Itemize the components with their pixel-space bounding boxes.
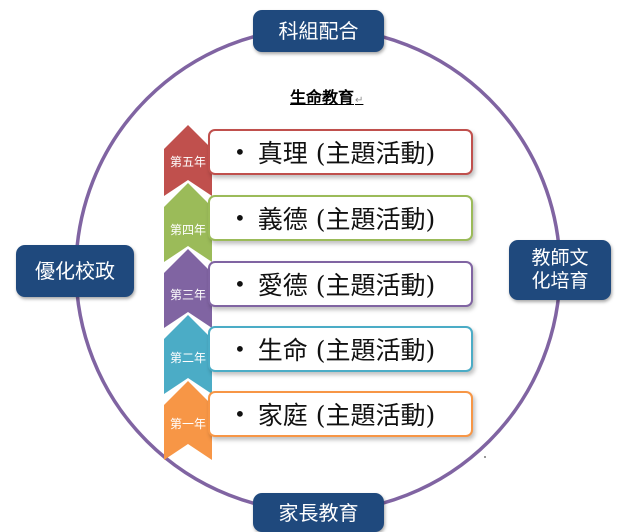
grade-label-5: 第五年 (169, 155, 206, 169)
bullet-icon: • (234, 272, 246, 296)
grade-arrow-1 (164, 381, 212, 460)
level-label-5: 真理 (主題活動) (257, 139, 436, 168)
level-card-1: • 家庭 (主題活動) (208, 391, 473, 437)
grade-label-3: 第三年 (169, 288, 206, 302)
node-teacher-culture: 教師文化培育 (509, 240, 611, 300)
level-card-3: • 愛德 (主題活動) (208, 261, 473, 307)
diagram-title: 生命教育↵ (290, 84, 363, 108)
bullet-icon: • (234, 206, 246, 230)
grade-arrow-3 (164, 249, 212, 328)
level-card-5: • 真理 (主題活動) (208, 129, 473, 175)
node-subject-coordination: 科組配合 (253, 10, 384, 52)
grade-label-2: 第二年 (169, 351, 206, 365)
node-parent-education: 家長教育 (253, 493, 384, 532)
grade-arrow-4 (164, 183, 212, 262)
level-label-3: 愛德 (主題活動) (257, 271, 436, 300)
level-label-1: 家庭 (主題活動) (257, 401, 436, 430)
bullet-icon: • (234, 140, 246, 164)
level-card-2: • 生命 (主題活動) (208, 326, 473, 372)
grade-label-4: 第四年 (169, 223, 206, 237)
return-mark-icon: ↵ (355, 95, 364, 106)
level-label-4: 義德 (主題活動) (257, 205, 436, 234)
grade-arrow-5 (164, 125, 212, 196)
grade-label-1: 第一年 (169, 417, 206, 431)
title-text: 生命教育 (290, 88, 355, 107)
node-school-policy: 優化校政 (16, 245, 134, 297)
grade-arrow-2 (164, 315, 212, 394)
stray-dot (484, 456, 486, 458)
bullet-icon: • (234, 402, 246, 426)
bullet-icon: • (234, 337, 246, 361)
level-label-2: 生命 (主題活動) (257, 336, 436, 365)
level-card-4: • 義德 (主題活動) (208, 195, 473, 241)
